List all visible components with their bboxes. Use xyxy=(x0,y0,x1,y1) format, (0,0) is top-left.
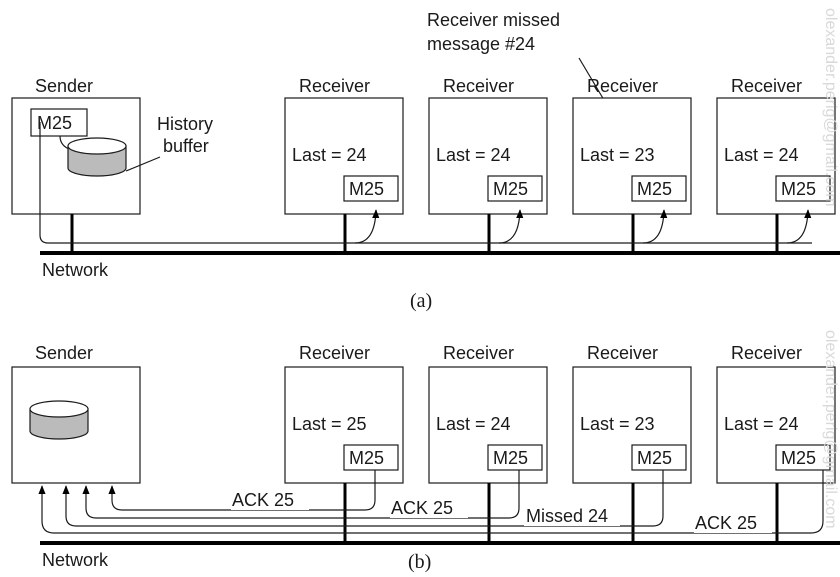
watermark-top: olexander.perig@gmail.com xyxy=(822,8,839,207)
receiver-last: Last = 24 xyxy=(724,414,799,434)
receiver-b-4: Receiver Last = 24 M25 xyxy=(716,343,836,484)
receiver-message-box xyxy=(343,444,399,471)
history-label-line2: buffer xyxy=(163,136,209,156)
feedback-wire xyxy=(82,470,520,519)
receiver-label: Receiver xyxy=(299,343,370,363)
history-buffer-icon xyxy=(29,400,89,440)
reply-label: ACK 25 xyxy=(695,513,757,533)
receiver-label: Receiver xyxy=(731,343,802,363)
history-label-line1: History xyxy=(157,114,213,134)
delivery-arrow xyxy=(498,209,524,244)
multicast-wire xyxy=(39,122,812,244)
caption-a: (a) xyxy=(410,290,432,312)
sender-label-a: Sender xyxy=(35,76,93,96)
missed-note-line2: message #24 xyxy=(427,34,535,54)
receiver-a-4: Receiver Last = 24 M25 xyxy=(716,76,836,215)
delivery-arrow xyxy=(354,209,380,244)
receiver-a-1: Receiver Last = 24 M25 xyxy=(284,76,404,215)
receiver-label: Receiver xyxy=(587,343,658,363)
receiver-last: Last = 24 xyxy=(724,145,799,165)
receiver-last: Last = 24 xyxy=(436,414,511,434)
receiver-a-2: Receiver Last = 24 M25 xyxy=(428,76,548,215)
sender-message-label-a: M25 xyxy=(37,113,72,133)
caption-b-wrapper: (b) xyxy=(408,549,448,575)
network-label-a: Network xyxy=(42,260,109,280)
panel-a: Sender M25 History buffer Receiver misse… xyxy=(11,10,840,312)
caption-b: (b) xyxy=(408,551,432,573)
receiver-label: Receiver xyxy=(299,76,370,96)
receiver-last: Last = 24 xyxy=(292,145,367,165)
receiver-message-box xyxy=(487,175,543,202)
receiver-message: M25 xyxy=(781,448,816,468)
receiver-last: Last = 25 xyxy=(292,414,367,434)
receiver-message-box xyxy=(775,175,831,202)
receiver-last: Last = 24 xyxy=(436,145,511,165)
receiver-message: M25 xyxy=(637,179,672,199)
receiver-last: Last = 23 xyxy=(580,145,655,165)
receiver-message-box xyxy=(775,444,831,471)
receiver-label: Receiver xyxy=(443,343,514,363)
receiver-message: M25 xyxy=(493,179,528,199)
receiver-label: Receiver xyxy=(587,76,658,96)
reply-label: ACK 25 xyxy=(232,490,294,510)
receiver-b-3: Receiver Last = 23 M25 xyxy=(572,343,692,484)
feedback-wire xyxy=(62,470,664,527)
receiver-message: M25 xyxy=(349,448,384,468)
missed-note-line1: Receiver missed xyxy=(427,10,560,30)
network-label-b: Network xyxy=(42,550,109,570)
receiver-a-3: Receiver Last = 23 M25 xyxy=(572,76,692,215)
reply-label: Missed 24 xyxy=(526,506,608,526)
receiver-message-box xyxy=(487,444,543,471)
receiver-message: M25 xyxy=(637,448,672,468)
receiver-message: M25 xyxy=(349,179,384,199)
receiver-message: M25 xyxy=(493,448,528,468)
receiver-label: Receiver xyxy=(731,76,802,96)
reply-label-bg xyxy=(524,506,620,526)
history-pointer-line xyxy=(125,156,161,172)
missed-note-pointer xyxy=(578,57,605,101)
receiver-last: Last = 23 xyxy=(580,414,655,434)
receiver-message: M25 xyxy=(781,179,816,199)
receiver-message-box xyxy=(343,175,399,202)
watermark-bottom: olexander.perig@gmail.com xyxy=(822,330,839,529)
receiver-b-1: Receiver Last = 25 M25 xyxy=(284,343,404,484)
receiver-message-box xyxy=(631,444,687,471)
history-buffer-icon xyxy=(67,137,127,177)
delivery-arrow xyxy=(642,209,668,244)
reply-label-bg xyxy=(390,498,468,518)
reply-label-bg xyxy=(694,513,772,533)
reply-label-bg xyxy=(231,490,309,510)
receiver-message-box xyxy=(631,175,687,202)
sender-label-b: Sender xyxy=(35,343,93,363)
reply-label: ACK 25 xyxy=(391,498,453,518)
feedback-wire xyxy=(38,470,824,534)
receiver-b-2: Receiver Last = 24 M25 xyxy=(428,343,548,484)
receiver-label: Receiver xyxy=(443,76,514,96)
delivery-arrow xyxy=(786,209,812,244)
panel-b: Sender Receiver Last = 25 M25 Receiver L… xyxy=(11,343,840,570)
